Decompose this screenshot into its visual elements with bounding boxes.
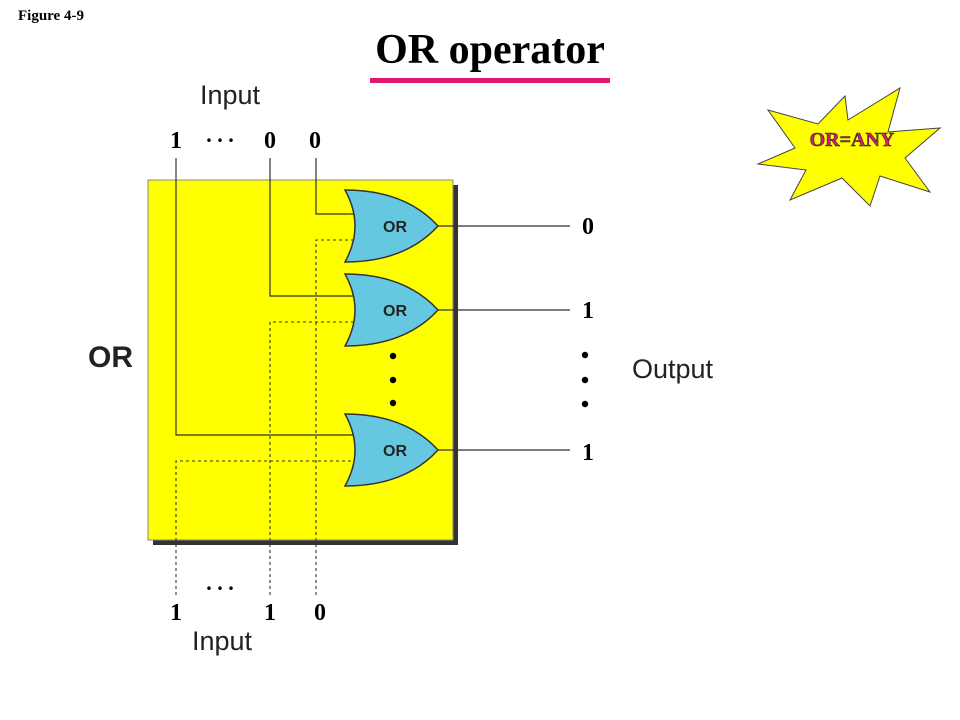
input-bottom-bit-3: 0 bbox=[314, 600, 326, 626]
wire-bottom-2 bbox=[269, 321, 365, 595]
output-label: Output bbox=[632, 354, 714, 384]
page-title: OR operator bbox=[375, 27, 605, 73]
wire-bottom-3 bbox=[315, 239, 365, 595]
or-gate-3: OR bbox=[343, 413, 440, 487]
input-top-bit-1: 1 bbox=[170, 128, 182, 154]
input-top-bit-2: 0 bbox=[264, 128, 276, 154]
input-bottom-ellipsis: . . . bbox=[206, 570, 234, 595]
input-top-ellipsis: . . . bbox=[206, 122, 234, 147]
top-input-wires bbox=[175, 158, 365, 436]
or-gate-2-label: OR bbox=[383, 303, 407, 320]
or-gate-1-label: OR bbox=[383, 219, 407, 236]
input-bottom-bit-1: 1 bbox=[170, 600, 182, 626]
starburst-callout-shape bbox=[756, 86, 942, 207]
wire-top-2 bbox=[269, 158, 365, 297]
output-bit-3: 1 bbox=[582, 440, 594, 466]
gate-continuation-dots bbox=[389, 352, 397, 407]
input-top-bit-3: 0 bbox=[309, 128, 321, 154]
or-gate-3-label: OR bbox=[383, 443, 407, 460]
or-gate-3-shape bbox=[343, 413, 440, 487]
wire-bottom-1 bbox=[175, 460, 365, 595]
or-gate-1-shape bbox=[343, 189, 440, 263]
input-bottom-label: Input bbox=[192, 626, 253, 656]
or-gate-1: OR bbox=[343, 189, 440, 263]
input-top-label: Input bbox=[200, 80, 261, 110]
or-gate-2-shape bbox=[343, 273, 440, 347]
or-gate-2: OR bbox=[343, 273, 440, 347]
figure-label: Figure 4-9 bbox=[18, 8, 84, 24]
box-or-label: OR bbox=[88, 341, 133, 374]
output-bit-1: 0 bbox=[582, 214, 594, 240]
bottom-input-wires bbox=[175, 239, 365, 595]
output-continuation-dots bbox=[581, 351, 589, 408]
input-bottom-bit-2: 1 bbox=[264, 600, 276, 626]
output-wires bbox=[436, 225, 570, 451]
wire-top-3 bbox=[315, 158, 365, 215]
title-underline bbox=[370, 78, 610, 83]
wire-top-1 bbox=[175, 158, 365, 436]
callout-text: OR=ANY bbox=[810, 129, 895, 151]
output-bit-2: 1 bbox=[582, 298, 594, 324]
